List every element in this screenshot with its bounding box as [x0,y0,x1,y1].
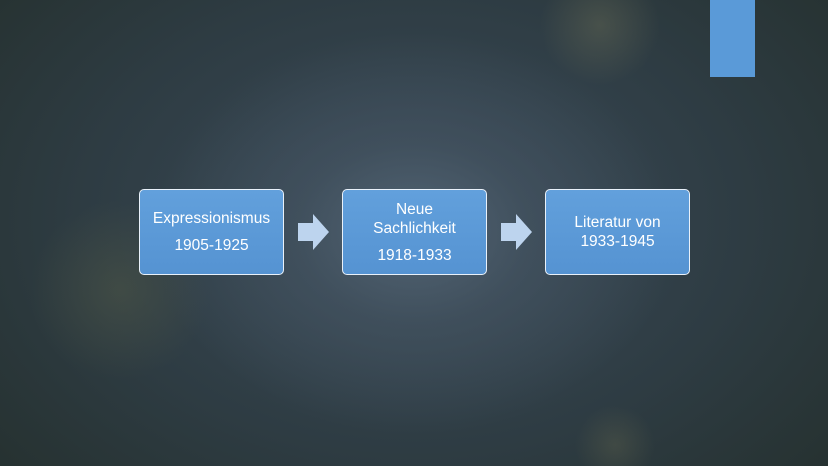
flow-step-years: 1905-1925 [174,237,249,254]
flow-step-literatur-1933-1945: Literatur von 1933-1945 [545,189,690,275]
accent-corner-bar [710,0,755,77]
flow-step-title: Expressionismus [152,210,271,227]
flow-step-title: Sachlichkeit [373,219,456,237]
right-arrow-icon [298,214,329,250]
flow-step-years: 1933-1945 [580,233,655,250]
flow-step-title: Neue [395,200,434,218]
right-arrow-icon [501,214,532,250]
flow-step-title: Literatur von [574,214,661,231]
flow-step-years: 1918-1933 [377,246,452,264]
flow-step-neue-sachlichkeit: Neue Sachlichkeit 1918-1933 [342,189,487,275]
flow-step-expressionismus: Expressionismus 1905-1925 [139,189,284,275]
